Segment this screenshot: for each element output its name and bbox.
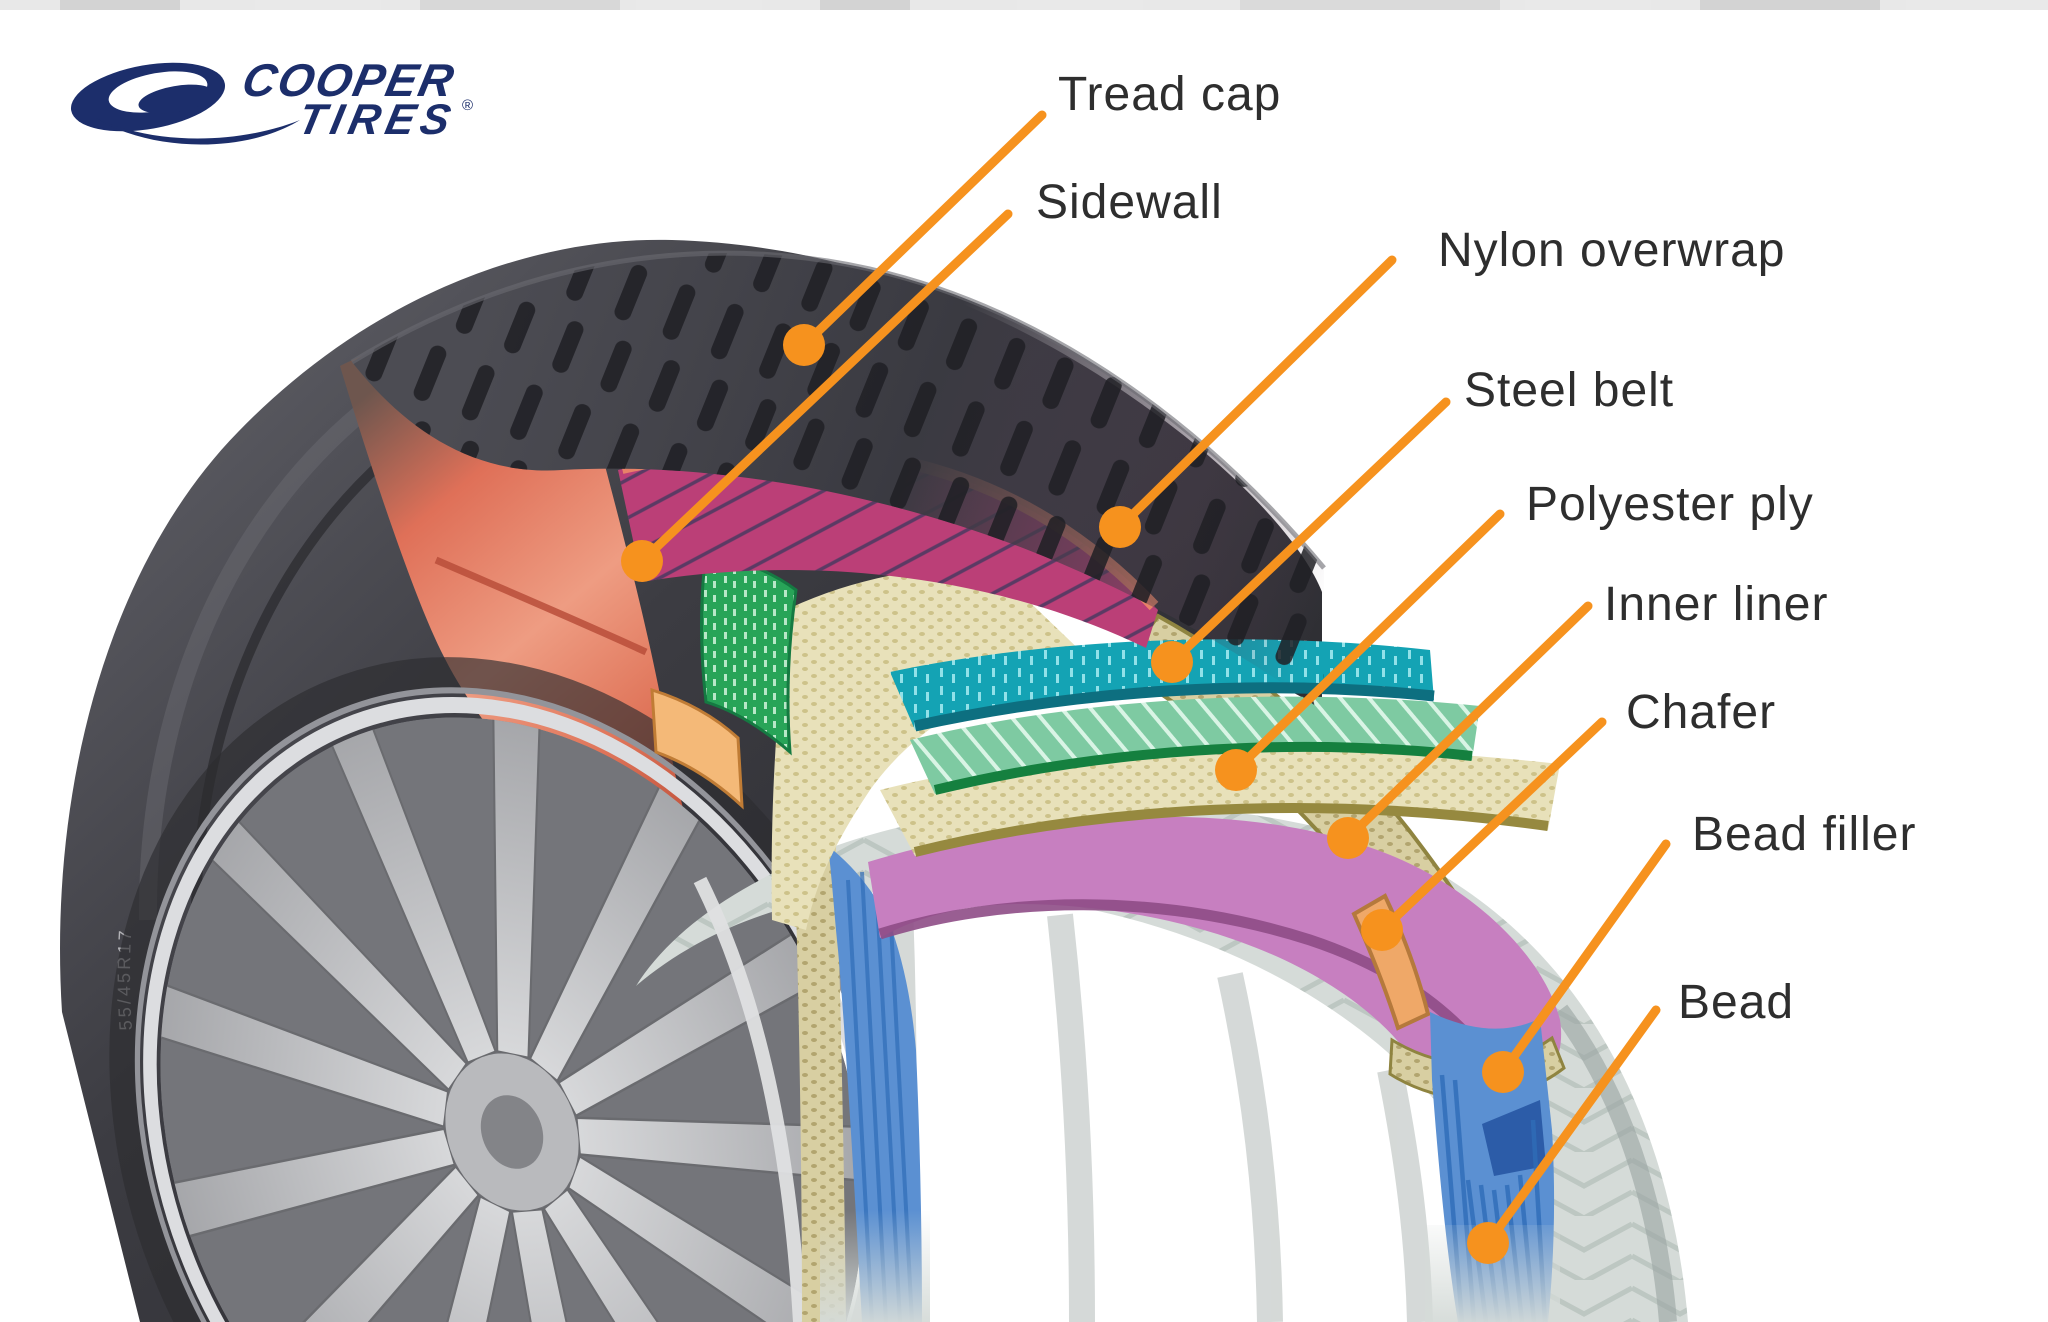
wheel-spoke xyxy=(379,1194,512,1322)
bead-left-fade xyxy=(820,1190,930,1322)
inner-surface-right-edge xyxy=(1552,1004,1677,1322)
part-label-steel-belt: Steel belt xyxy=(1464,364,1675,417)
registered-mark: ® xyxy=(462,97,473,114)
anchor-dot-bead xyxy=(1467,1222,1509,1264)
logo-text-tires: TIRES xyxy=(294,96,461,143)
leader-line-sidewall xyxy=(637,209,1013,566)
part-label-inner-liner: Inner liner xyxy=(1604,578,1829,631)
rim-lip-front xyxy=(693,876,807,1322)
leader-line-nylon-overwrap xyxy=(1115,255,1397,532)
anchor-dot-tread-cap xyxy=(783,324,825,366)
top-artifact-strip xyxy=(0,0,2048,10)
leader-line-chafer xyxy=(1377,717,1607,935)
wheel-spoke xyxy=(542,1187,810,1322)
leader-line-inner-liner xyxy=(1343,601,1593,843)
leader-line-steel-belt xyxy=(1167,397,1451,667)
anchor-dot-sidewall xyxy=(621,540,663,582)
leader-line-tread-cap xyxy=(799,110,1047,350)
cooper-tires-logo: COOPER TIRES ® xyxy=(70,54,473,145)
green-belt-left-face xyxy=(700,550,798,756)
anchor-dot-steel-belt xyxy=(1151,641,1193,683)
logo-text-cooper: COOPER xyxy=(238,54,460,105)
leader-line-bead xyxy=(1483,1005,1661,1248)
logo-swoosh-icon xyxy=(70,62,300,145)
bead-filler-left-face xyxy=(650,687,744,810)
part-label-polyester-ply: Polyester ply xyxy=(1526,478,1814,531)
wheel-spokes xyxy=(86,632,938,1322)
anchor-dot-polyester-ply xyxy=(1215,749,1257,791)
wheel-spoke xyxy=(206,1164,481,1322)
part-label-tread-cap: Tread cap xyxy=(1058,68,1282,121)
leader-line-bead-filler xyxy=(1498,839,1671,1077)
polyester-ply-band xyxy=(880,747,1560,857)
part-label-sidewall: Sidewall xyxy=(1036,176,1223,229)
wheel-hub-center xyxy=(480,1095,544,1169)
anchor-dot-chafer xyxy=(1361,909,1403,951)
part-label-chafer: Chafer xyxy=(1626,686,1777,739)
part-label-bead-filler: Bead filler xyxy=(1692,808,1917,861)
anchor-dot-bead-filler xyxy=(1482,1051,1524,1093)
sidewall-ridge-highlight xyxy=(138,405,368,921)
tread-cap-band xyxy=(350,250,1326,713)
anchor-dot-inner-liner xyxy=(1327,817,1369,859)
alloy-wheel xyxy=(86,632,938,1322)
annotation-layer xyxy=(621,110,1671,1264)
sidewall-crease xyxy=(434,556,648,656)
anchor-dot-nylon-overwrap xyxy=(1099,506,1141,548)
part-label-nylon-overwrap: Nylon overwrap xyxy=(1438,224,1786,277)
part-label-bead: Bead xyxy=(1678,976,1795,1029)
leader-line-polyester-ply xyxy=(1231,509,1505,775)
steel-belt-2-band xyxy=(910,696,1480,795)
wheel-spoke xyxy=(510,1207,634,1322)
